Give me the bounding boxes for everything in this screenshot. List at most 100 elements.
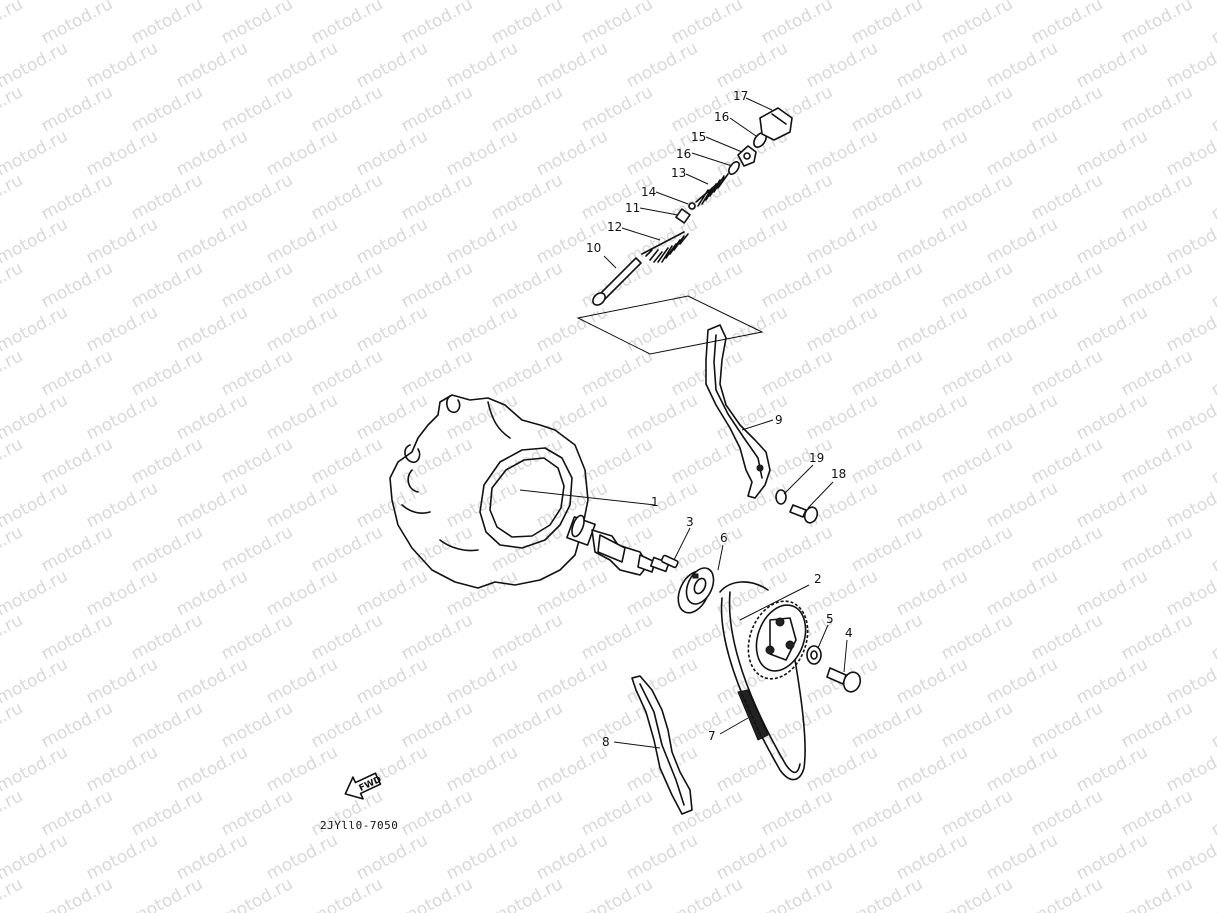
watermark-text: motod.ru (533, 742, 611, 796)
watermark-text: motod.ru (443, 214, 521, 268)
tensioner-spring-upper (695, 173, 729, 207)
diagram-code: 2JYll0-7050 (320, 819, 398, 832)
watermark-text: motod.ru (983, 654, 1061, 708)
watermark-text: motod.ru (488, 258, 566, 312)
watermark-text: motod.ru (1073, 830, 1151, 884)
watermark-text: motod.ru (1028, 434, 1106, 488)
camshaft (566, 514, 670, 576)
watermark-text: motod.ru (1118, 82, 1196, 136)
watermark-text: motod.ru (1208, 346, 1217, 400)
watermark-text: motod.ru (1208, 0, 1217, 48)
watermark-text: motod.ru (0, 610, 26, 664)
watermark-text: motod.ru (263, 742, 341, 796)
watermark-text: motod.ru (1208, 522, 1217, 576)
watermark-text: motod.ru (173, 38, 251, 92)
watermark-text: motod.ru (128, 82, 206, 136)
watermark-text: motod.ru (938, 258, 1016, 312)
watermark-text: motod.ru (83, 214, 161, 268)
watermark-text: motod.ru (938, 698, 1016, 752)
watermark-text: motod.ru (38, 610, 116, 664)
watermark-text: motod.ru (488, 0, 566, 48)
watermark-text: motod.ru (308, 610, 386, 664)
watermark-text: motod.ru (83, 566, 161, 620)
watermark-text: motod.ru (1208, 82, 1217, 136)
watermark-text: motod.ru (758, 170, 836, 224)
watermark-text: motod.ru (1028, 698, 1106, 752)
callout-11: 11 (625, 201, 640, 215)
watermark-text: motod.ru (173, 742, 251, 796)
watermark-text: motod.ru (38, 346, 116, 400)
watermark-text: motod.ru (623, 390, 701, 444)
watermark-text: motod.ru (263, 830, 341, 884)
watermark-text: motod.ru (803, 478, 881, 532)
watermark-text: motod.ru (173, 566, 251, 620)
watermark-text: motod.ru (0, 698, 26, 752)
watermark-text: motod.ru (443, 654, 521, 708)
watermark-text: motod.ru (1028, 258, 1106, 312)
cam-sprocket (747, 600, 809, 680)
watermark-text: motod.ru (803, 830, 881, 884)
watermark-text: motod.ru (488, 82, 566, 136)
watermark-text: motod.ru (443, 126, 521, 180)
watermark-text: motod.ru (938, 82, 1016, 136)
callout-4: 4 (845, 626, 853, 640)
watermark-text: motod.ru (983, 302, 1061, 356)
watermark-text: motod.ru (1028, 522, 1106, 576)
watermark-text: motod.ru (803, 742, 881, 796)
watermark-text: motod.ru (398, 82, 476, 136)
callout-14: 14 (641, 185, 656, 199)
watermark-text: motod.ru (443, 830, 521, 884)
watermark-text: motod.ru (0, 478, 71, 532)
watermark-text: motod.ru (83, 742, 161, 796)
watermark-text: motod.ru (1208, 610, 1217, 664)
watermark-text: motod.ru (983, 214, 1061, 268)
watermark-text: motod.ru (308, 522, 386, 576)
callout-labels: 1 2 3 4 5 6 7 8 9 10 11 12 13 14 15 16 1… (586, 89, 853, 749)
watermark-text: motod.ru (1073, 126, 1151, 180)
watermark-text: motod.ru (263, 214, 341, 268)
watermark-text: motod.ru (1073, 742, 1151, 796)
watermark-text: motod.ru (128, 346, 206, 400)
watermark-text: motod.ru (1118, 434, 1196, 488)
sprocket-bolt (826, 667, 862, 693)
watermark-text: motod.ru (488, 170, 566, 224)
watermark-text: motod.ru (578, 610, 656, 664)
watermark-text: motod.ru (83, 38, 161, 92)
watermark-text: motod.ru (398, 170, 476, 224)
watermark-text: motod.ru (218, 346, 296, 400)
callout-3: 3 (686, 515, 694, 529)
watermark-text: motod.ru (308, 0, 386, 48)
watermark-text: motod.ru (128, 786, 206, 840)
watermark-text: motod.ru (353, 38, 431, 92)
watermark-text: motod.ru (83, 830, 161, 884)
watermark-text: motod.ru (38, 170, 116, 224)
watermark-text: motod.ru (938, 0, 1016, 48)
watermark-text: motod.ru (0, 258, 26, 312)
watermark-text: motod.ru (308, 346, 386, 400)
watermark-text: motod.ru (668, 610, 746, 664)
watermark-text: motod.ru (38, 434, 116, 488)
watermark-text: motod.ru (893, 38, 971, 92)
callout-16-lower: 16 (676, 147, 691, 161)
dowel-pin (660, 554, 679, 569)
watermark-text: motod.ru (1163, 126, 1217, 180)
callout-13: 13 (671, 166, 686, 180)
watermark-text: motod.ru (893, 478, 971, 532)
watermark-text: motod.ru (128, 522, 206, 576)
watermark-text: motod.ru (1118, 786, 1196, 840)
callout-7: 7 (708, 729, 716, 743)
watermark-text: motod.ru (0, 170, 26, 224)
watermark-text: motod.ru (938, 610, 1016, 664)
watermark-text: motod.ru (623, 830, 701, 884)
watermark-text: motod.ru (848, 82, 926, 136)
watermark-text: motod.ru (1028, 82, 1106, 136)
watermark-text: motod.ru (128, 170, 206, 224)
watermark-text: motod.ru (1118, 874, 1196, 913)
watermark-text: motod.ru (173, 390, 251, 444)
watermark-text: motod.ru (353, 566, 431, 620)
watermark-text: motod.ru (443, 742, 521, 796)
watermark-text: motod.ru (1208, 874, 1217, 913)
callout-1: 1 (651, 495, 659, 509)
watermark-text: motod.ru (578, 0, 656, 48)
